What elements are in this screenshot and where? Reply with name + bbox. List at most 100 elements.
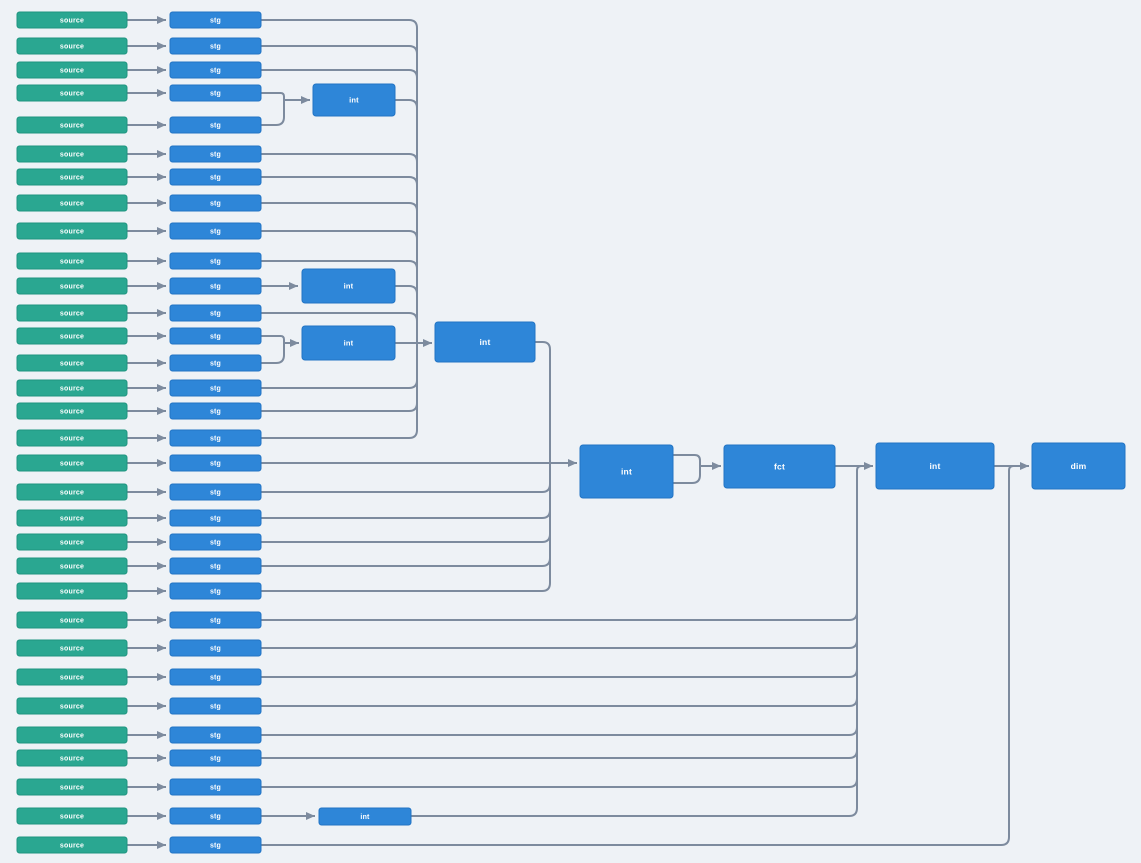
edge-stg-out-2 xyxy=(261,45,418,343)
edge-stg-out-1 xyxy=(261,19,418,343)
node-stg-29[interactable]: stg xyxy=(169,749,262,767)
node-source-31[interactable]: source xyxy=(16,807,128,825)
node-stg-28[interactable]: stg xyxy=(169,726,262,744)
node-label-source-17: source xyxy=(60,436,84,443)
node-source-4[interactable]: source xyxy=(16,84,128,102)
node-source-9[interactable]: source xyxy=(16,222,128,240)
node-source-5[interactable]: source xyxy=(16,116,128,134)
node-source-20[interactable]: source xyxy=(16,509,128,527)
node-source-24[interactable]: source xyxy=(16,611,128,629)
node-stg-20[interactable]: stg xyxy=(169,509,262,527)
node-stg-7[interactable]: stg xyxy=(169,168,262,186)
edge-stg-out-19 xyxy=(261,463,551,493)
node-stg-25[interactable]: stg xyxy=(169,639,262,657)
node-source-25[interactable]: source xyxy=(16,639,128,657)
node-int-e[interactable]: int xyxy=(579,444,674,499)
edge-stg-out-14 xyxy=(261,343,285,364)
node-label-source-20: source xyxy=(60,516,84,523)
node-stg-19[interactable]: stg xyxy=(169,483,262,501)
node-stg-3[interactable]: stg xyxy=(169,61,262,79)
node-int-d[interactable]: int xyxy=(434,321,536,363)
node-stg-11[interactable]: stg xyxy=(169,277,262,295)
node-label-stg-24: stg xyxy=(210,618,221,625)
node-label-source-18: source xyxy=(60,461,84,468)
node-source-15[interactable]: source xyxy=(16,379,128,397)
node-stg-8[interactable]: stg xyxy=(169,194,262,212)
node-label-source-2: source xyxy=(60,44,84,51)
node-stg-17[interactable]: stg xyxy=(169,429,262,447)
node-label-source-31: source xyxy=(60,814,84,821)
node-source-19[interactable]: source xyxy=(16,483,128,501)
node-source-22[interactable]: source xyxy=(16,557,128,575)
node-source-2[interactable]: source xyxy=(16,37,128,55)
edge-stg-out-3 xyxy=(261,69,418,343)
node-source-26[interactable]: source xyxy=(16,668,128,686)
node-dim[interactable]: dim xyxy=(1031,442,1126,490)
node-label-int-f: int xyxy=(930,461,941,471)
node-stg-12[interactable]: stg xyxy=(169,304,262,322)
node-source-12[interactable]: source xyxy=(16,304,128,322)
node-source-1[interactable]: source xyxy=(16,11,128,29)
node-label-source-27: source xyxy=(60,704,84,711)
edge-int-b-out xyxy=(395,285,418,343)
node-stg-4[interactable]: stg xyxy=(169,84,262,102)
node-source-8[interactable]: source xyxy=(16,194,128,212)
node-int-c[interactable]: int xyxy=(301,325,396,361)
node-source-3[interactable]: source xyxy=(16,61,128,79)
node-stg-30[interactable]: stg xyxy=(169,778,262,796)
node-int-a[interactable]: int xyxy=(312,83,396,117)
node-int-b[interactable]: int xyxy=(301,268,396,304)
node-source-13[interactable]: source xyxy=(16,327,128,345)
node-source-11[interactable]: source xyxy=(16,277,128,295)
node-source-21[interactable]: source xyxy=(16,533,128,551)
edge-stg-out-21 xyxy=(261,463,551,543)
node-source-17[interactable]: source xyxy=(16,429,128,447)
node-stg-14[interactable]: stg xyxy=(169,354,262,372)
node-stg-24[interactable]: stg xyxy=(169,611,262,629)
node-source-10[interactable]: source xyxy=(16,252,128,270)
node-stg-16[interactable]: stg xyxy=(169,402,262,420)
node-source-32[interactable]: source xyxy=(16,836,128,854)
node-stg-1[interactable]: stg xyxy=(169,11,262,29)
node-stg-23[interactable]: stg xyxy=(169,582,262,600)
node-stg-10[interactable]: stg xyxy=(169,252,262,270)
node-stg-5[interactable]: stg xyxy=(169,116,262,134)
node-stg-18[interactable]: stg xyxy=(169,454,262,472)
node-label-stg-17: stg xyxy=(210,436,221,443)
node-label-source-10: source xyxy=(60,259,84,266)
node-stg-2[interactable]: stg xyxy=(169,37,262,55)
node-source-6[interactable]: source xyxy=(16,145,128,163)
node-label-stg-9: stg xyxy=(210,229,221,236)
node-source-18[interactable]: source xyxy=(16,454,128,472)
node-source-27[interactable]: source xyxy=(16,697,128,715)
node-stg-22[interactable]: stg xyxy=(169,557,262,575)
node-source-29[interactable]: source xyxy=(16,749,128,767)
node-stg-32[interactable]: stg xyxy=(169,836,262,854)
node-source-30[interactable]: source xyxy=(16,778,128,796)
node-label-int-g: int xyxy=(360,814,370,821)
node-stg-6[interactable]: stg xyxy=(169,145,262,163)
node-source-16[interactable]: source xyxy=(16,402,128,420)
edge-stg-out-28 xyxy=(261,474,858,736)
node-source-28[interactable]: source xyxy=(16,726,128,744)
node-stg-21[interactable]: stg xyxy=(169,533,262,551)
node-source-7[interactable]: source xyxy=(16,168,128,186)
node-fct[interactable]: fct xyxy=(723,444,836,489)
node-stg-9[interactable]: stg xyxy=(169,222,262,240)
node-label-stg-26: stg xyxy=(210,675,221,682)
node-stg-26[interactable]: stg xyxy=(169,668,262,686)
nodes-layer: source stg source stg source stg source stg sour… xyxy=(16,11,1126,854)
node-int-g[interactable]: int xyxy=(318,807,412,826)
node-stg-31[interactable]: stg xyxy=(169,807,262,825)
node-stg-15[interactable]: stg xyxy=(169,379,262,397)
node-stg-27[interactable]: stg xyxy=(169,697,262,715)
edge-int-e-out-upper xyxy=(673,454,701,466)
node-source-14[interactable]: source xyxy=(16,354,128,372)
node-source-23[interactable]: source xyxy=(16,582,128,600)
node-stg-13[interactable]: stg xyxy=(169,327,262,345)
node-int-f[interactable]: int xyxy=(875,442,995,490)
node-label-source-9: source xyxy=(60,229,84,236)
